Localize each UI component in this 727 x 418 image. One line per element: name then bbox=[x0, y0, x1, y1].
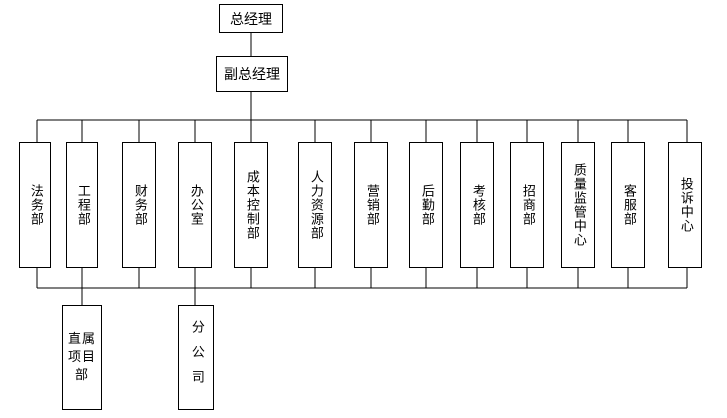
vp-label: 副总经理 bbox=[224, 67, 280, 83]
dept-label: 办公室 bbox=[187, 184, 203, 226]
dept-label: 质量监管中心 bbox=[570, 163, 586, 247]
dept-cost-control: 成本控制部 bbox=[234, 142, 268, 268]
vp-box: 副总经理 bbox=[216, 56, 288, 92]
dept-label: 法务部 bbox=[27, 184, 43, 226]
dept-label: 招商部 bbox=[519, 184, 535, 226]
dept-label: 营销部 bbox=[363, 184, 379, 226]
dept-hr: 人力资源部 bbox=[298, 142, 332, 268]
dept-label: 考核部 bbox=[469, 184, 485, 226]
sub-branch-label: 分公司 bbox=[188, 320, 204, 395]
dept-quality-center: 质量监管中心 bbox=[561, 142, 595, 268]
dept-label: 人力资源部 bbox=[307, 170, 323, 240]
dept-finance: 财务部 bbox=[122, 142, 156, 268]
dept-logistics: 后勤部 bbox=[409, 142, 443, 268]
dept-customer-service: 客服部 bbox=[611, 142, 645, 268]
dept-label: 成本控制部 bbox=[243, 170, 259, 240]
sub-branch-box: 分公司 bbox=[178, 305, 214, 410]
dept-legal: 法务部 bbox=[19, 142, 51, 268]
sub-projects-label: 直属项目部 bbox=[68, 331, 97, 383]
dept-label: 客服部 bbox=[620, 184, 636, 226]
dept-marketing: 营销部 bbox=[354, 142, 388, 268]
dept-office: 办公室 bbox=[178, 142, 212, 268]
ceo-box: 总经理 bbox=[219, 4, 283, 33]
dept-label: 工程部 bbox=[74, 184, 90, 226]
dept-assessment: 考核部 bbox=[460, 142, 494, 268]
dept-complaint-center: 投诉中心 bbox=[668, 142, 702, 268]
dept-engineering: 工程部 bbox=[66, 142, 98, 268]
ceo-label: 总经理 bbox=[230, 11, 272, 28]
dept-investment: 招商部 bbox=[510, 142, 544, 268]
dept-label: 后勤部 bbox=[418, 184, 434, 226]
sub-projects-box: 直属项目部 bbox=[62, 305, 102, 410]
dept-label: 投诉中心 bbox=[677, 177, 693, 233]
dept-label: 财务部 bbox=[131, 184, 147, 226]
